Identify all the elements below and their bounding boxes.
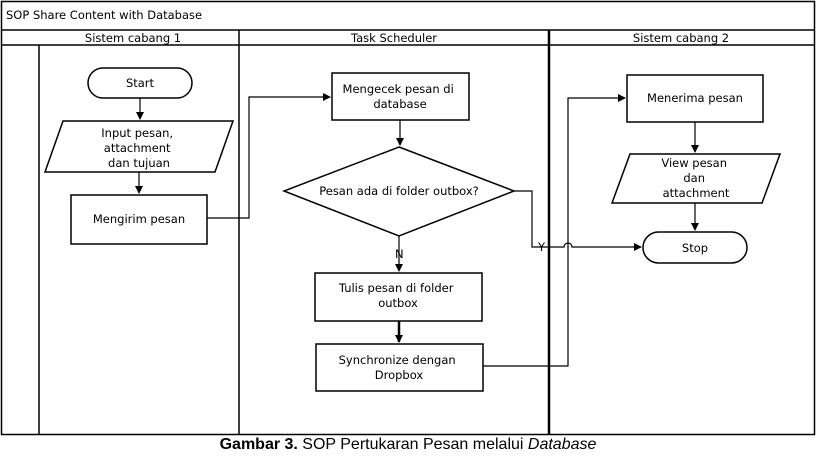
view-node xyxy=(610,153,782,204)
sync-label: Synchronize dengan Dropbox xyxy=(339,353,460,382)
view-label-line-2: dan xyxy=(683,171,705,185)
diagram-frame xyxy=(0,0,816,436)
caption-bold: Gambar 3. xyxy=(219,436,298,453)
caption-text: SOP Pertukaran Pesan melalui xyxy=(297,436,528,453)
figure-caption: Gambar 3. SOP Pertukaran Pesan melalui D… xyxy=(0,436,816,454)
start-label: Start xyxy=(126,76,155,90)
lane-header-cabang-2: Sistem cabang 2 xyxy=(633,31,729,45)
write-label-line-2: outbox xyxy=(378,296,418,310)
caption-italic: Database xyxy=(527,436,597,453)
view-label-line-1: View pesan xyxy=(661,156,727,170)
sync-label-line-2: Dropbox xyxy=(375,368,424,382)
arrow-sync-to-receive xyxy=(483,94,626,367)
input-label-line-3: dan tujuan xyxy=(108,156,170,170)
diagram-title: SOP Share Content with Database xyxy=(6,8,202,22)
check-node xyxy=(331,72,470,121)
input-label-line-1: Input pesan, xyxy=(101,126,173,140)
edge-label-yes: Y xyxy=(537,240,546,254)
input-node xyxy=(43,120,235,173)
receive-node xyxy=(626,74,764,123)
sync-node xyxy=(315,343,484,392)
sync-label-line-1: Synchronize dengan xyxy=(339,353,456,367)
check-label: Mengecek pesan di database xyxy=(343,82,458,111)
arrow-send-to-check xyxy=(207,93,331,219)
stop-label: Stop xyxy=(682,241,708,255)
flowchart-diagram: SOP Share Content with Database Sistem c… xyxy=(0,0,816,436)
write-label: Tulis pesan di folder outbox xyxy=(338,281,457,310)
check-label-line-2: database xyxy=(373,97,426,111)
write-label-line-1: Tulis pesan di folder xyxy=(338,281,454,295)
arrow-decision-yes-to-stop xyxy=(514,190,642,251)
input-label-line-2: attachment xyxy=(104,141,171,155)
view-label: View pesan dan attachment xyxy=(661,156,730,200)
stop-node xyxy=(642,231,748,264)
input-label: Input pesan, attachment dan tujuan xyxy=(101,126,176,170)
send-label: Mengirim pesan xyxy=(93,212,185,226)
lane-header-cabang-1: Sistem cabang 1 xyxy=(85,31,181,45)
send-node xyxy=(70,194,208,245)
receive-label: Menerima pesan xyxy=(647,91,743,105)
view-label-line-3: attachment xyxy=(663,186,730,200)
decision-label: Pesan ada di folder outbox? xyxy=(319,184,479,198)
lane-header-task-scheduler: Task Scheduler xyxy=(350,31,437,45)
edge-label-no: N xyxy=(395,247,404,261)
check-label-line-1: Mengecek pesan di xyxy=(343,82,454,96)
